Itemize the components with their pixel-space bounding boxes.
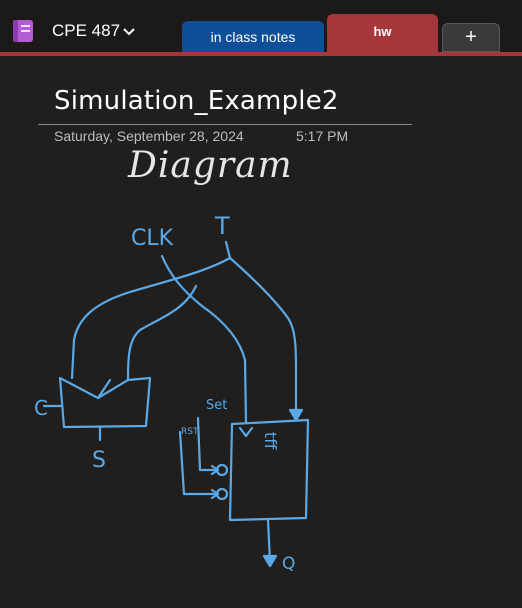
label-tff: tff — [261, 432, 280, 450]
add-section-button[interactable]: + — [442, 23, 500, 52]
tab-in-class-notes[interactable]: in class notes — [182, 21, 324, 52]
label-set: Set — [206, 398, 228, 413]
label-rst: RST — [181, 427, 199, 437]
label-clk: CLK — [131, 226, 174, 251]
title-divider — [38, 124, 412, 125]
chevron-down-icon[interactable] — [122, 24, 136, 38]
page-title[interactable]: Simulation_Example2 — [54, 86, 339, 116]
label-c: C — [34, 396, 48, 420]
page-time: 5:17 PM — [296, 128, 349, 144]
label-t: T — [215, 212, 230, 240]
label-s: S — [92, 448, 106, 473]
notebook-icon[interactable] — [12, 19, 34, 43]
section-accent-line — [0, 52, 522, 56]
tab-hw[interactable]: hw — [327, 14, 438, 52]
mux-shape — [58, 376, 152, 429]
page-date: Saturday, September 28, 2024 — [54, 128, 244, 144]
label-q: Q — [282, 554, 296, 574]
ink-heading: Diagram — [128, 145, 293, 186]
notebook-name[interactable]: CPE 487 — [52, 21, 121, 40]
